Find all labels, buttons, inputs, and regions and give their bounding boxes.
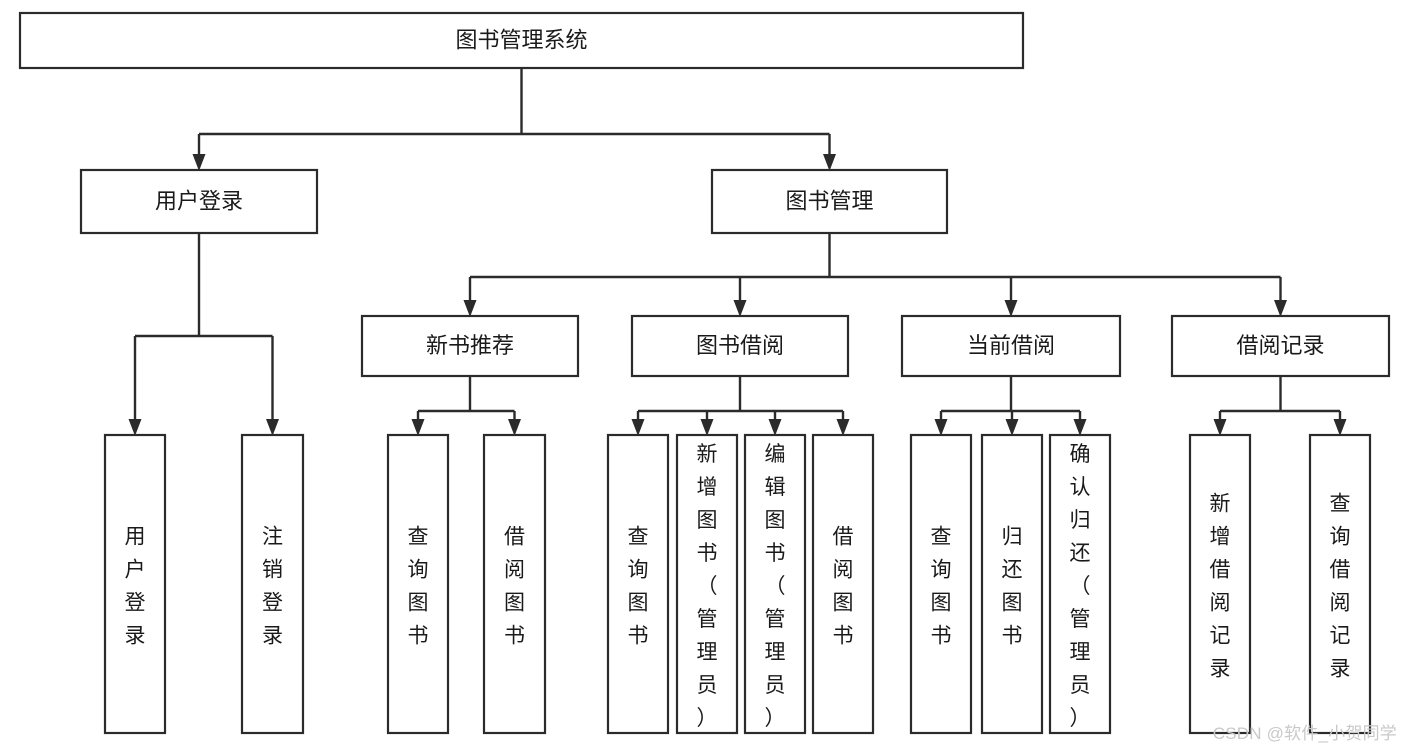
node-user-login[interactable]: 用户登录: [79, 168, 319, 235]
node-box[interactable]: [1188, 433, 1252, 735]
node-label: 归还图书: [1002, 526, 1023, 648]
node-label: 借阅图书: [833, 526, 854, 648]
connector-group-root: [192, 68, 836, 171]
arrow-head-icon: [463, 300, 477, 317]
node-label: 图书借阅: [696, 333, 784, 358]
node-leaf-12[interactable]: 新增借阅记录: [1188, 433, 1252, 735]
node-leaf-9[interactable]: 查询图书: [909, 433, 973, 735]
arrow-head-icon: [1004, 300, 1018, 317]
connector-group-new-book-rec: [411, 376, 521, 436]
node-label: 查询图书: [931, 526, 952, 648]
node-box[interactable]: [1170, 314, 1391, 378]
node-box[interactable]: [386, 433, 450, 735]
node-label: 用户登录: [155, 188, 243, 213]
node-leaf-6[interactable]: 新增图书（管理员）: [675, 433, 739, 735]
arrow-head-icon: [1274, 300, 1287, 317]
arrow-head-icon: [192, 154, 206, 171]
node-box[interactable]: [18, 11, 1025, 70]
node-book-admin[interactable]: 图书管理: [710, 168, 949, 235]
connector-group-user-login: [128, 233, 279, 436]
node-label: 编辑图书（管理员）: [765, 443, 786, 730]
node-leaf-1[interactable]: 用户登录: [103, 433, 167, 735]
node-label: 当前借阅: [967, 333, 1055, 358]
arrow-head-icon: [411, 419, 425, 436]
node-label: 查询图书: [628, 526, 649, 648]
arrow-head-icon: [631, 419, 645, 436]
arrow-head-icon: [836, 419, 850, 436]
node-box[interactable]: [606, 433, 670, 735]
node-box[interactable]: [79, 168, 319, 235]
node-book-borrow[interactable]: 图书借阅: [630, 314, 850, 378]
node-leaf-7[interactable]: 编辑图书（管理员）: [743, 433, 807, 735]
node-label: 查询借阅记录: [1330, 493, 1351, 681]
connector-group-book-borrow: [631, 376, 850, 436]
arrow-head-icon: [733, 300, 747, 317]
node-leaf-2[interactable]: 注销登录: [240, 433, 305, 735]
node-label: 注销登录: [262, 526, 283, 648]
arrow-head-icon: [934, 419, 948, 436]
node-label: 查询图书: [408, 526, 429, 648]
node-label: 新书推荐: [426, 333, 514, 358]
connector-group-book-admin: [463, 233, 1287, 317]
node-root[interactable]: 图书管理系统: [18, 11, 1025, 70]
node-box[interactable]: [1308, 433, 1372, 735]
arrow-head-icon: [266, 419, 279, 436]
node-leaf-10[interactable]: 归还图书: [980, 433, 1044, 735]
node-label: 借阅图书: [504, 526, 525, 648]
node-box[interactable]: [710, 168, 949, 235]
arrow-head-icon: [508, 419, 521, 436]
node-leaf-5[interactable]: 查询图书: [606, 433, 670, 735]
node-box[interactable]: [980, 433, 1044, 735]
node-leaf-11[interactable]: 确认归还（管理员）: [1048, 433, 1112, 735]
connectors-layer: [128, 68, 1347, 436]
node-leaf-3[interactable]: 查询图书: [386, 433, 450, 735]
node-label: 新增借阅记录: [1210, 493, 1231, 681]
node-new-book-rec[interactable]: 新书推荐: [360, 314, 580, 378]
node-box[interactable]: [240, 433, 305, 735]
node-box[interactable]: [743, 433, 807, 735]
node-label: 图书管理系统: [455, 27, 587, 52]
node-box[interactable]: [1048, 433, 1112, 735]
arrow-head-icon: [768, 419, 782, 436]
node-box[interactable]: [900, 314, 1122, 378]
arrow-head-icon: [1005, 419, 1019, 436]
node-current-borrow[interactable]: 当前借阅: [900, 314, 1122, 378]
node-borrow-record[interactable]: 借阅记录: [1170, 314, 1391, 378]
node-leaf-13[interactable]: 查询借阅记录: [1308, 433, 1372, 735]
arrow-head-icon: [1073, 419, 1087, 436]
connector-group-current-borrow: [934, 376, 1087, 436]
arrow-head-icon: [700, 419, 714, 436]
arrow-head-icon: [128, 419, 142, 436]
connector-group-borrow-record: [1213, 376, 1347, 436]
node-box[interactable]: [482, 433, 547, 735]
node-box[interactable]: [811, 433, 875, 735]
node-label: 确认归还（管理员）: [1070, 443, 1091, 730]
node-leaf-4[interactable]: 借阅图书: [482, 433, 547, 735]
node-label: 借阅记录: [1236, 333, 1324, 358]
arrow-head-icon: [1213, 419, 1227, 436]
node-label: 用户登录: [125, 526, 146, 648]
node-box[interactable]: [675, 433, 739, 735]
arrow-head-icon: [823, 154, 836, 171]
arrow-head-icon: [1333, 419, 1347, 436]
node-label: 图书管理: [785, 188, 873, 213]
node-box[interactable]: [360, 314, 580, 378]
node-leaf-8[interactable]: 借阅图书: [811, 433, 875, 735]
nodes-layer: 图书管理系统用户登录图书管理新书推荐图书借阅当前借阅借阅记录用户登录注销登录查询…: [18, 11, 1391, 735]
node-box[interactable]: [909, 433, 973, 735]
node-label: 新增图书（管理员）: [697, 443, 718, 730]
node-box[interactable]: [630, 314, 850, 378]
csdn-watermark: CSDN @软件_小贺同学: [1212, 724, 1397, 743]
node-box[interactable]: [103, 433, 167, 735]
